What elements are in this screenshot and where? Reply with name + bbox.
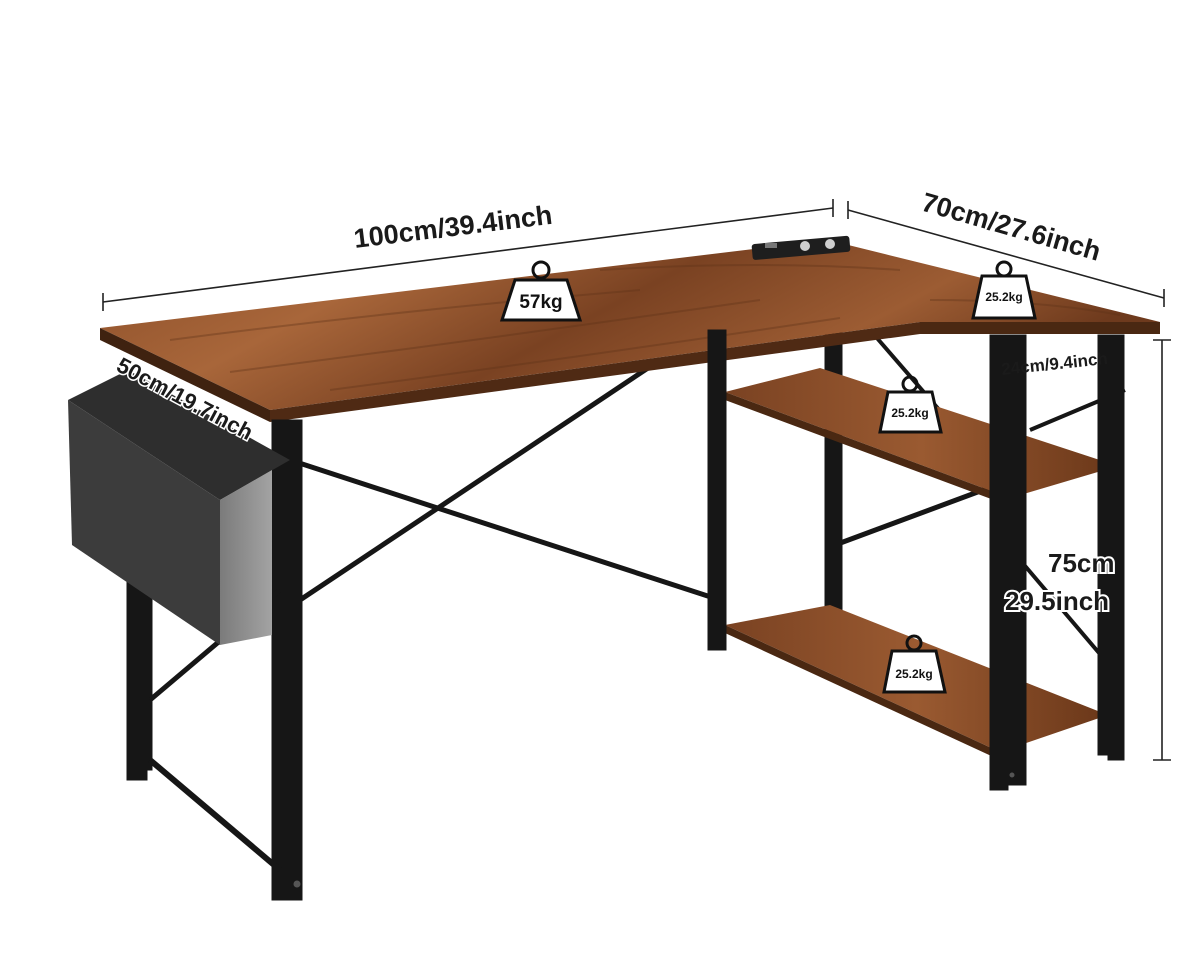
weight-icon: 25.2kg <box>882 634 947 694</box>
storage-bag <box>68 370 290 645</box>
weight-icon: 25.2kg <box>971 260 1037 320</box>
height-cm-label: 75cm <box>1048 548 1115 578</box>
weight-desktop-label: 57kg <box>519 292 562 313</box>
desk-frame-front <box>126 329 1119 901</box>
width-main-label: 100cm/39.4inch <box>352 200 554 254</box>
weight-shelf-middle-label: 25.2kg <box>891 406 928 420</box>
weight-icon: 57kg <box>499 260 583 322</box>
dimension-lines <box>102 199 1171 761</box>
height-inch-label: 29.5inch <box>1005 586 1109 616</box>
weight-side-top-label: 25.2kg <box>985 290 1022 304</box>
power-outlet-icon <box>751 235 851 260</box>
weight-icon: 25.2kg <box>878 375 943 434</box>
desktop <box>100 240 1160 422</box>
weight-shelf-bottom-label: 25.2kg <box>895 667 932 681</box>
